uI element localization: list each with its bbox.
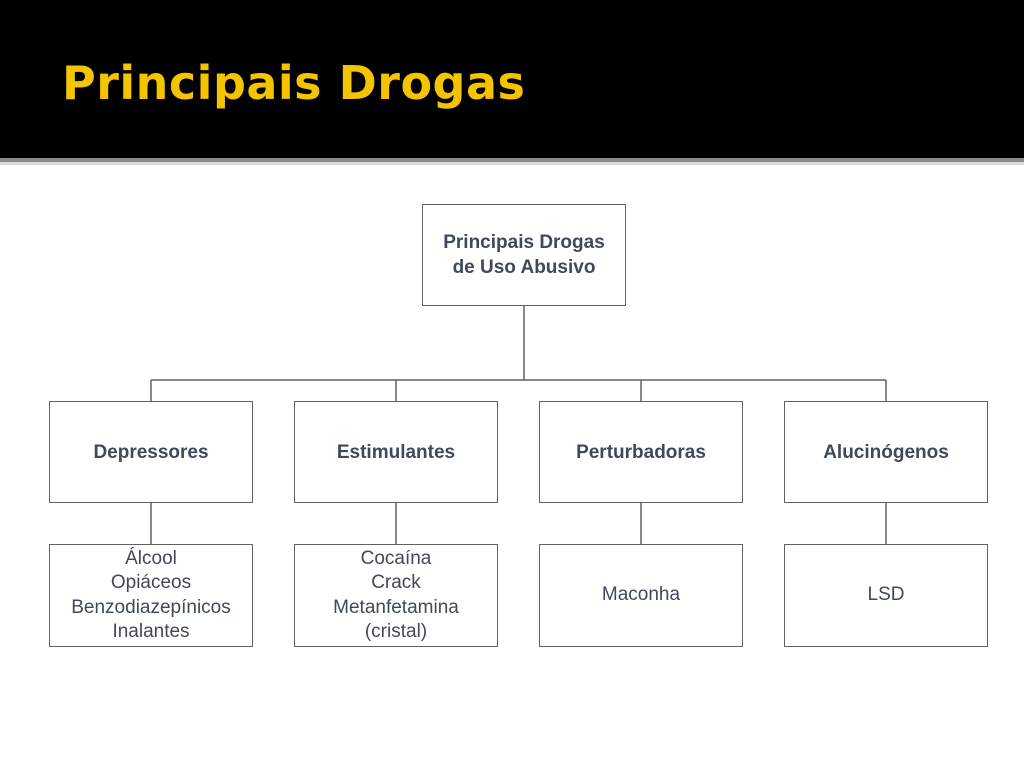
examples-box-estimulantes: Cocaína Crack Metanfetamina (cristal) bbox=[294, 544, 498, 647]
category-box-depressores: Depressores bbox=[49, 401, 253, 503]
examples-list: Cocaína Crack Metanfetamina (cristal) bbox=[333, 547, 459, 643]
root-label: Principais Drogas de Uso Abusivo bbox=[443, 232, 605, 278]
title-divider-highlight bbox=[0, 162, 1024, 165]
examples-list: Álcool Opiáceos Benzodiazepínicos Inalan… bbox=[71, 547, 231, 643]
examples-box-depressores: Álcool Opiáceos Benzodiazepínicos Inalan… bbox=[49, 544, 253, 647]
category-label: Perturbadoras bbox=[576, 441, 706, 463]
category-box-estimulantes: Estimulantes bbox=[294, 401, 498, 503]
title-bar: Principais Drogas bbox=[0, 0, 1024, 158]
examples-list: Maconha bbox=[601, 584, 681, 606]
examples-box-alucinogenos: LSD bbox=[784, 544, 988, 647]
category-label: Depressores bbox=[93, 441, 209, 463]
root-box: Principais Drogas de Uso Abusivo bbox=[422, 204, 626, 306]
category-label: Alucinógenos bbox=[823, 441, 949, 463]
title-divider bbox=[0, 158, 1024, 162]
examples-list: LSD bbox=[867, 584, 905, 606]
category-label: Estimulantes bbox=[336, 441, 456, 463]
category-box-alucinogenos: Alucinógenos bbox=[784, 401, 988, 503]
examples-box-perturbadoras: Maconha bbox=[539, 544, 743, 647]
category-box-perturbadoras: Perturbadoras bbox=[539, 401, 743, 503]
slide-title: Principais Drogas bbox=[62, 56, 526, 110]
